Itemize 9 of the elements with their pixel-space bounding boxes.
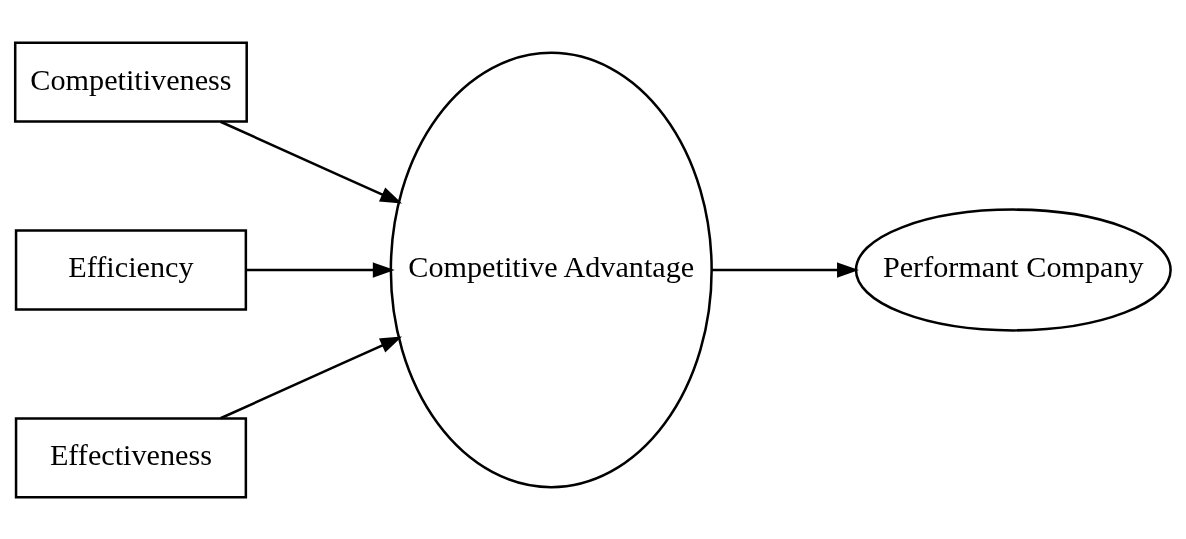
node-box: Effectiveness [14, 416, 248, 499]
arrow [220, 336, 403, 419]
arrow [712, 261, 859, 278]
node-box: Competitiveness [13, 40, 248, 123]
node-ellipse: Competitive Advantage [389, 51, 713, 488]
node-ellipse: Performant Company [854, 207, 1172, 332]
arrow [246, 261, 395, 278]
node-box: Efficiency [14, 228, 248, 311]
arrow [220, 120, 403, 203]
